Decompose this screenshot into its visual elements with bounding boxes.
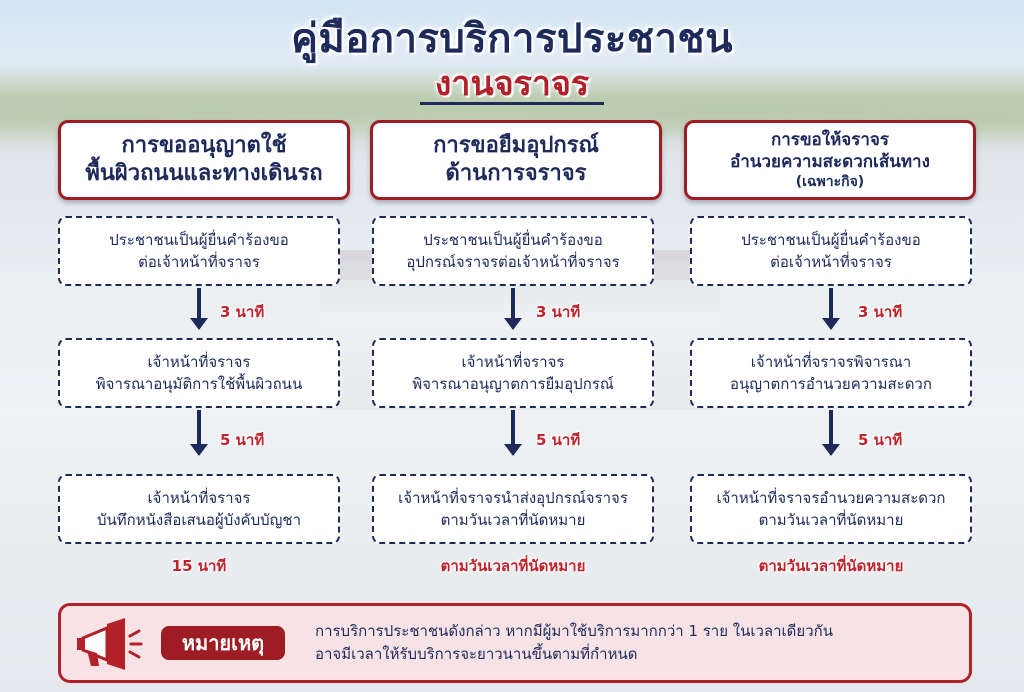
heading-line: การขอยืมอุปกรณ์ [433, 133, 599, 158]
column-heading-road-use-permit: การขออนุญาตใช้ พื้นผิวถนนและทางเดินรถ [58, 120, 350, 200]
step-line: พิจารณาอนุมัติการใช้พื้นผิวถนน [95, 375, 303, 393]
step-line: บันทึกหนังสือเสนอผู้บังคับบัญชา [96, 511, 302, 529]
step-line: ต่อเจ้าหน้าที่จราจร [770, 253, 892, 271]
note-text: การบริการประชาชนดังกล่าว หากมีผู้มาใช้บร… [315, 620, 833, 666]
step-line: เจ้าหน้าที่จราจรนำส่งอุปกรณ์จราจร [398, 489, 628, 507]
step-line: เจ้าหน้าที่จราจรพิจารณา [750, 353, 912, 371]
page-subtitle: งานจราจร [434, 64, 590, 104]
heading-line: การขอให้จราจร [770, 130, 890, 150]
page-title: คู่มือการบริการประชาชน [291, 16, 733, 62]
step-duration: 5 นาที [220, 431, 265, 449]
flow-step: เจ้าหน้าที่จราจรนำส่งอุปกรณ์จราจร ตามวัน… [372, 474, 654, 544]
step-line: ประชาชนเป็นผู้ยื่นคำร้องขอ [423, 231, 603, 249]
step-line: เจ้าหน้าที่จราจร [147, 353, 251, 371]
step-line: ตามวันเวลาที่นัดหมาย [440, 511, 586, 529]
flow-step: ประชาชนเป็นผู้ยื่นคำร้องขอ ต่อเจ้าหน้าที… [58, 216, 340, 286]
step-line: ประชาชนเป็นผู้ยื่นคำร้องขอ [109, 231, 289, 249]
heading-line: การขออนุญาตใช้ [121, 133, 287, 158]
flow-step: เจ้าหน้าที่จราจรอำนวยความสะดวก ตามวันเวล… [690, 474, 972, 544]
step-line: ต่อเจ้าหน้าที่จราจร [138, 253, 260, 271]
down-arrow-icon [504, 410, 522, 456]
column-heading-traffic-escort: การขอให้จราจร อำนวยความสะดวกเส้นทาง (เฉพ… [684, 120, 976, 200]
step-line: ประชาชนเป็นผู้ยื่นคำร้องขอ [741, 231, 921, 249]
step-line: อุปกรณ์จราจรต่อเจ้าหน้าที่จราจร [406, 253, 620, 271]
flow-step: เจ้าหน้าที่จราจร บันทึกหนังสือเสนอผู้บัง… [58, 474, 340, 544]
final-duration: 15 นาที [171, 557, 227, 575]
flow-step: ประชาชนเป็นผู้ยื่นคำร้องขอ อุปกรณ์จราจรต… [372, 216, 654, 286]
flow-step: เจ้าหน้าที่จราจรพิจารณา อนุญาตการอำนวยคว… [690, 338, 972, 408]
heading-line: อำนวยความสะดวกเส้นทาง [730, 152, 930, 172]
down-arrow-icon [822, 410, 840, 456]
step-duration: 5 นาที [536, 431, 581, 449]
step-line: พิจารณาอนุญาตการยืมอุปกรณ์ [412, 375, 614, 393]
step-duration: 3 นาที [536, 303, 581, 321]
note-line: การบริการประชาชนดังกล่าว หากมีผู้มาใช้บร… [315, 622, 833, 640]
step-line: อนุญาตการอำนวยความสะดวก [730, 375, 932, 393]
down-arrow-icon [504, 288, 522, 330]
megaphone-icon [77, 618, 143, 670]
flow-step: เจ้าหน้าที่จราจร พิจารณาอนุญาตการยืมอุปก… [372, 338, 654, 408]
step-duration: 5 นาที [858, 431, 903, 449]
step-line: เจ้าหน้าที่จราจรอำนวยความสะดวก [716, 489, 946, 507]
down-arrow-icon [822, 288, 840, 330]
subtitle-underline [420, 102, 604, 105]
down-arrow-icon [190, 410, 208, 456]
step-line: เจ้าหน้าที่จราจร [461, 353, 565, 371]
flow-step: ประชาชนเป็นผู้ยื่นคำร้องขอ ต่อเจ้าหน้าที… [690, 216, 972, 286]
down-arrow-icon [190, 288, 208, 330]
note-box: หมายเหตุ การบริการประชาชนดังกล่าว หากมีผ… [58, 603, 972, 683]
note-line: อาจมีเวลาให้รับบริการจะยาวนานขึ้นตามที่ก… [315, 645, 638, 663]
heading-line: (เฉพาะกิจ) [795, 174, 865, 190]
final-duration: ตามวันเวลาที่นัดหมาย [758, 557, 904, 575]
final-duration: ตามวันเวลาที่นัดหมาย [440, 557, 586, 575]
heading-line: ด้านการจราจร [445, 161, 587, 186]
heading-line: พื้นผิวถนนและทางเดินรถ [85, 161, 323, 186]
flow-step: เจ้าหน้าที่จราจร พิจารณาอนุมัติการใช้พื้… [58, 338, 340, 408]
step-duration: 3 นาที [858, 303, 903, 321]
step-line: เจ้าหน้าที่จราจร [147, 489, 251, 507]
column-heading-equipment-borrow: การขอยืมอุปกรณ์ ด้านการจราจร [370, 120, 662, 200]
step-duration: 3 นาที [220, 303, 265, 321]
step-line: ตามวันเวลาที่นัดหมาย [758, 511, 904, 529]
note-label: หมายเหตุ [161, 626, 285, 660]
